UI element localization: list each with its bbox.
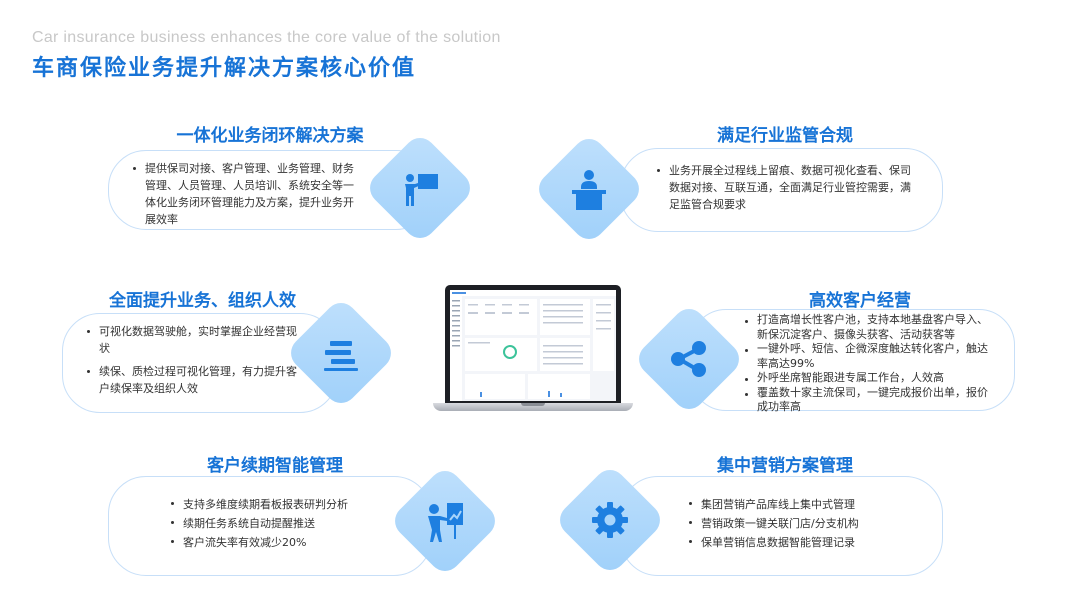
subtitle-english: Car insurance business enhances the core… [32,29,501,46]
list-item: 一键外呼、短信、企微深度触达转化客户，触达率高达99% [743,342,996,371]
box-customer: 打造高增长性客户池，支持本地基盘客户导入、新保沉淀客户、摄像头获客、活动获客等 … [690,309,1015,413]
share-icon [671,341,706,377]
heading-customer: 高效客户经营 [809,291,911,311]
list-item: 外呼坐席智能跟进专属工作台，人效高 [743,371,996,386]
heading-marketing: 集中营销方案管理 [717,456,853,476]
list-item: 营销政策一键关联门店/分支机构 [687,514,922,533]
box-efficiency: 可视化数据驾驶舱，实时掌握企业经营现状 续保、质检过程可视化管理，有力提升客户续… [62,313,338,413]
heading-integrated: 一体化业务闭环解决方案 [176,126,364,146]
bars-icon [324,341,358,371]
laptop-screen [445,285,621,405]
list-item: 续保、质检过程可视化管理，有力提升客户续保率及组织人效 [85,363,299,397]
list-item: 业务开展全过程线上留痕、数据可视化查看、保司数据对接、互联互通，全面满足行业管控… [655,162,920,213]
heading-compliance: 满足行业监管合规 [717,126,853,146]
laptop-illustration [433,285,633,413]
list-item: 客户流失率有效减少20% [169,533,371,552]
list-item: 打造高增长性客户池，支持本地基盘客户导入、新保沉淀客户、摄像头获客、活动获客等 [743,313,996,342]
list-item: 集团营销产品库线上集中式管理 [687,495,922,514]
dashboard-preview-graphic [450,290,616,401]
list-item: 支持多维度续期看板报表研判分析 [169,495,371,514]
laptop-notch [521,403,545,406]
heading-renewal: 客户续期智能管理 [207,456,343,476]
page-title: 车商保险业务提升解决方案核心价值 [32,56,417,81]
list-item: 覆盖数十家主流保司，一键完成报价出单，报价成功率高 [743,386,996,415]
box-renewal: 支持多维度续期看板报表研判分析 续期任务系统自动提醒推送 客户流失率有效减少20… [108,476,432,576]
list-item: 保单营销信息数据智能管理记录 [687,533,922,552]
box-marketing: 集团营销产品库线上集中式管理 营销政策一键关联门店/分支机构 保单营销信息数据智… [620,476,943,576]
gear-icon [592,502,628,538]
laptop-base [433,403,633,411]
dashboard-screenshot [450,290,616,401]
speaker-podium-icon [572,170,606,210]
heading-efficiency: 全面提升业务、组织人效 [109,291,296,311]
presenter-chart-icon [428,503,463,542]
box-compliance: 业务开展全过程线上留痕、数据可视化查看、保司数据对接、互联互通，全面满足行业管控… [620,148,943,232]
list-item: 续期任务系统自动提醒推送 [169,514,371,533]
list-item: 可视化数据驾驶舱，实时掌握企业经营现状 [85,323,299,357]
presentation-board-icon [405,174,438,206]
list-item: 提供保司对接、客户管理、业务管理、财务管理、人员管理、人员培训、系统安全等一体化… [131,160,363,228]
